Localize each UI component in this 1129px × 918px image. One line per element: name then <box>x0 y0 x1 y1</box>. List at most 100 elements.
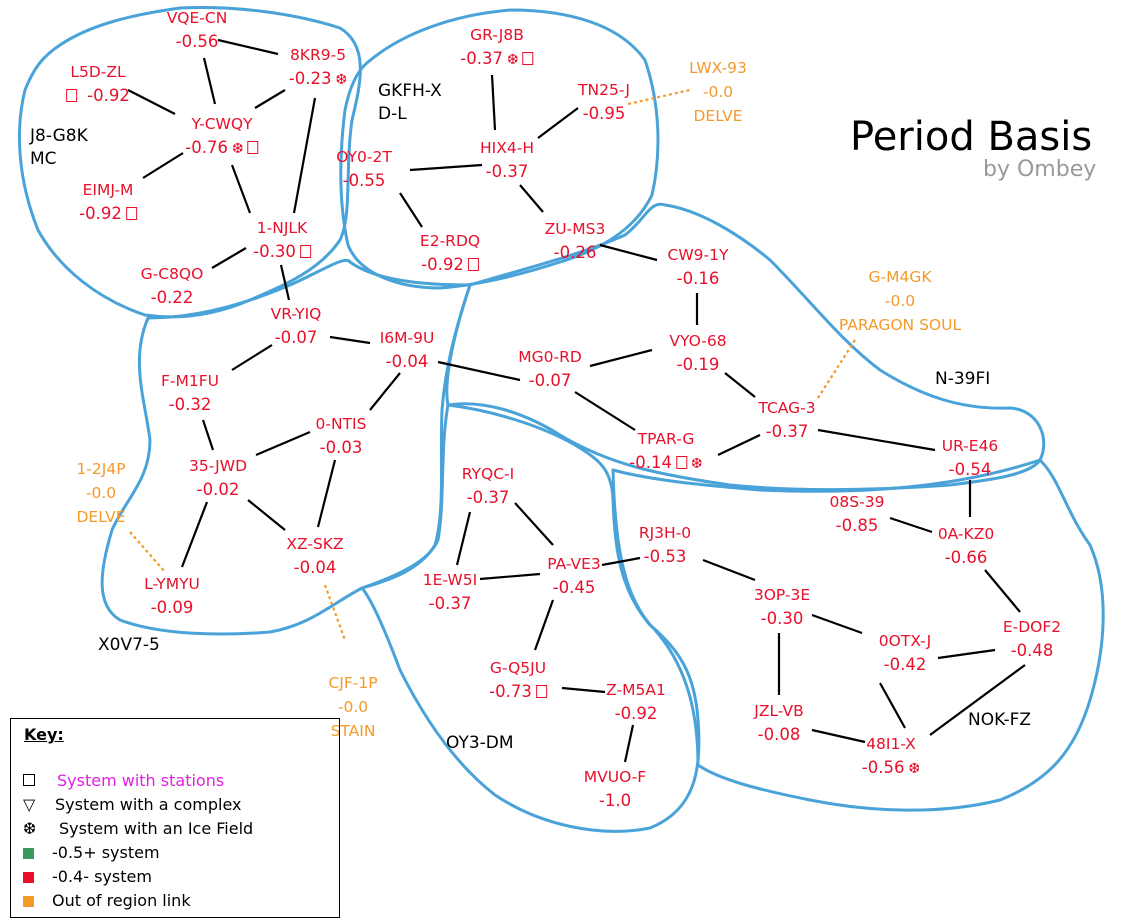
legend-label: System with stations <box>57 771 225 790</box>
system-name: OY0-2T <box>336 148 392 166</box>
system-f-m1fu: F-M1FU-0.32 <box>161 369 219 417</box>
security-value: -0.55 <box>342 171 386 190</box>
system-security: -0.37 <box>423 592 477 616</box>
security-value: -0.73 <box>489 682 532 701</box>
security-value: -0.30 <box>253 242 296 261</box>
legend-label: Out of region link <box>52 891 191 910</box>
system-name: G-C8QO <box>140 265 204 283</box>
security-value: -0.22 <box>150 288 194 307</box>
system-security: -0.16 <box>668 267 729 291</box>
system-security: -0.42 <box>879 653 931 677</box>
system-name: Y-CWQY <box>191 115 253 133</box>
security-value: -0.07 <box>528 371 572 390</box>
system-1-njlk: 1-NJLK-0.30 <box>253 216 311 264</box>
system-name: E2-RDQ <box>419 232 481 250</box>
system-security: -0.92 <box>66 84 130 108</box>
system-name: 35-JWD <box>188 457 248 475</box>
external-link-sec: -0.0 <box>884 292 916 310</box>
system-0otx-j: 0OTX-J -0.42 <box>879 629 931 677</box>
system-35-jwd: 35-JWD -0.02 <box>189 454 247 502</box>
system-tcag-3: TCAG-3-0.37 <box>758 396 815 444</box>
system-security: -0.04 <box>286 556 343 580</box>
system-name: XZ-SKZ <box>286 535 344 553</box>
system-security: -0.26 <box>545 241 606 265</box>
system-name: PA-VE3 <box>547 555 601 573</box>
system-security: -0.92 <box>606 702 666 726</box>
system-security: -0.95 <box>578 102 630 126</box>
security-value: -0.37 <box>765 422 809 441</box>
system-0a-kz0: 0A-KZ0-0.66 <box>938 522 994 570</box>
security-value: -0.92 <box>614 704 658 723</box>
system-security: -0.56 <box>167 30 228 54</box>
system-8kr9-5: 8KR9-5-0.23❆ <box>289 43 347 92</box>
system-security: -0.30 <box>253 240 311 264</box>
security-value: -0.30 <box>760 609 804 628</box>
region-label-x0v7-5: X0V7-5 <box>98 635 160 655</box>
system-rj3h-0: RJ3H-0-0.53 <box>639 521 691 569</box>
system-name: GR-J8B <box>470 26 524 44</box>
system-name: 0OTX-J <box>878 632 932 650</box>
system-name: EIMJ-M <box>82 181 134 199</box>
system-name: L5D-ZL <box>70 63 126 81</box>
station-icon <box>299 245 311 258</box>
system-name: 48I1-X <box>866 735 916 753</box>
red-swatch-icon <box>23 872 34 883</box>
external-link-region: DELVE <box>76 508 126 526</box>
system-1e-w5i: 1E-W5I-0.37 <box>423 568 477 616</box>
system-0-ntis: 0-NTIS -0.03 <box>316 412 367 460</box>
system-name: 0-NTIS <box>315 415 367 433</box>
security-value: -0.14 <box>629 453 672 472</box>
legend-title: Key: <box>24 725 64 744</box>
region-border-gkfh-x <box>339 8 660 290</box>
system-security: -0.53 <box>639 545 691 569</box>
out-of-region-links <box>129 88 856 641</box>
system-security: -0.37 <box>480 160 534 184</box>
security-value: -0.04 <box>385 352 429 371</box>
ice-field-icon: ❆ <box>231 141 244 157</box>
security-value: -0.92 <box>87 86 130 105</box>
system-security: -0.03 <box>316 436 367 460</box>
security-value: -0.66 <box>944 548 988 567</box>
security-value: -0.32 <box>168 395 212 414</box>
security-value: -0.56 <box>175 32 219 51</box>
external-link-sec: -0.0 <box>702 83 734 101</box>
external-link-region: STAIN <box>330 722 376 740</box>
external-link-name: 1-2J4P <box>76 460 126 478</box>
system-oy0-2t: OY0-2T -0.55 <box>336 145 392 193</box>
security-value: -0.76 <box>185 138 228 157</box>
legend-item-complex: ▽System with a complex <box>23 793 241 817</box>
station-icon <box>467 258 479 271</box>
system-name: HIX4-H <box>480 139 534 157</box>
security-value: -0.03 <box>319 438 363 457</box>
system-08s-39: 08S-39-0.85 <box>830 490 885 538</box>
system-security: -0.76❆ <box>185 136 259 161</box>
external-link-name: G-M4GK <box>868 268 932 286</box>
orange-swatch-icon <box>23 896 34 907</box>
security-value: -0.45 <box>552 578 596 597</box>
system-name: I6M-9U <box>379 329 435 347</box>
legend-label: -0.5+ system <box>52 843 160 862</box>
ice-field-icon: ❆ <box>690 456 703 472</box>
station-icon <box>522 52 534 65</box>
security-value: -0.02 <box>196 480 240 499</box>
system-vyo-68: VYO-68-0.19 <box>669 329 726 377</box>
security-value: -0.85 <box>835 516 879 535</box>
system-e2-rdq: E2-RDQ-0.92 <box>420 229 480 277</box>
system-zu-ms3: ZU-MS3-0.26 <box>545 217 606 265</box>
map-title: Period Basis <box>850 114 1093 160</box>
system-gr-j8b: GR-J8B -0.37❆ <box>460 23 534 72</box>
legend-label: System with a complex <box>55 795 242 814</box>
system-g-q5ju: G-Q5JU-0.73 <box>489 656 547 704</box>
system-security: -0.85 <box>830 514 885 538</box>
system-tpar-g: TPAR-G-0.14❆ <box>629 427 702 476</box>
system-security: -0.37❆ <box>460 47 534 72</box>
system-security: -1.0 <box>584 789 646 813</box>
system-security: -0.37 <box>758 420 815 444</box>
system-security: -0.30 <box>754 607 810 631</box>
system-name: MVUO-F <box>583 768 647 786</box>
system-security: -0.09 <box>144 596 200 620</box>
system-name: VR-YIQ <box>270 305 322 323</box>
external-link-region: DELVE <box>693 107 743 125</box>
